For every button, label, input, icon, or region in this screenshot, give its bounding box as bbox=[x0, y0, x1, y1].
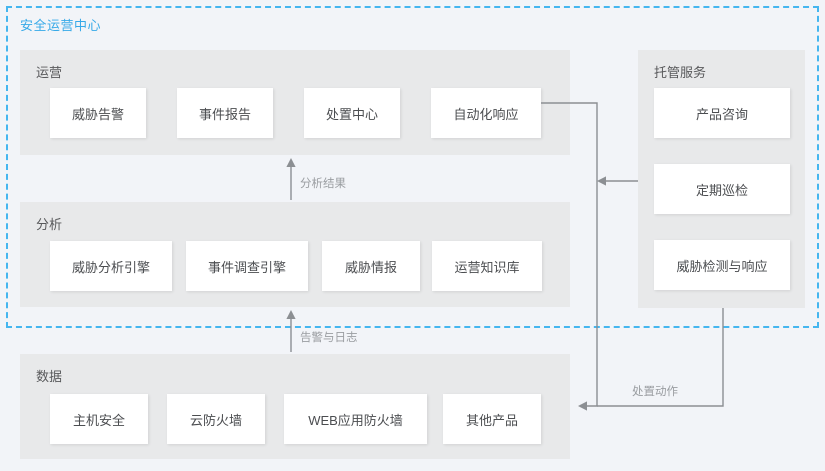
card-host-security[interactable]: 主机安全 bbox=[50, 394, 148, 444]
panel-analysis-title: 分析 bbox=[36, 217, 63, 232]
card-incident-report[interactable]: 事件报告 bbox=[177, 88, 273, 138]
card-other-products[interactable]: 其他产品 bbox=[443, 394, 541, 444]
soc-boundary bbox=[6, 6, 819, 328]
edge-label-analysis-result: 分析结果 bbox=[300, 178, 346, 190]
card-threat-analysis-engine[interactable]: 威胁分析引擎 bbox=[50, 241, 172, 291]
card-regular-inspection[interactable]: 定期巡检 bbox=[654, 164, 790, 214]
edge-label-disposal-action: 处置动作 bbox=[632, 386, 678, 398]
card-operations-knowledge-base[interactable]: 运营知识库 bbox=[432, 241, 542, 291]
card-cloud-firewall[interactable]: 云防火墙 bbox=[167, 394, 265, 444]
card-threat-alert[interactable]: 威胁告警 bbox=[50, 88, 146, 138]
card-incident-investigation-engine[interactable]: 事件调查引擎 bbox=[186, 241, 308, 291]
panel-operations-title: 运营 bbox=[36, 65, 63, 80]
card-threat-intelligence[interactable]: 威胁情报 bbox=[322, 241, 420, 291]
card-automated-response[interactable]: 自动化响应 bbox=[431, 88, 541, 138]
soc-boundary-title: 安全运营中心 bbox=[20, 18, 102, 33]
card-product-consulting[interactable]: 产品咨询 bbox=[654, 88, 790, 138]
card-web-application-firewall[interactable]: WEB应用防火墙 bbox=[284, 394, 427, 444]
card-threat-detection-response[interactable]: 威胁检测与响应 bbox=[654, 240, 790, 290]
card-disposal-center[interactable]: 处置中心 bbox=[304, 88, 400, 138]
panel-managed-service-title: 托管服务 bbox=[654, 65, 707, 80]
edge-label-alerts-and-logs: 告警与日志 bbox=[300, 332, 358, 344]
panel-data-title: 数据 bbox=[36, 369, 63, 384]
